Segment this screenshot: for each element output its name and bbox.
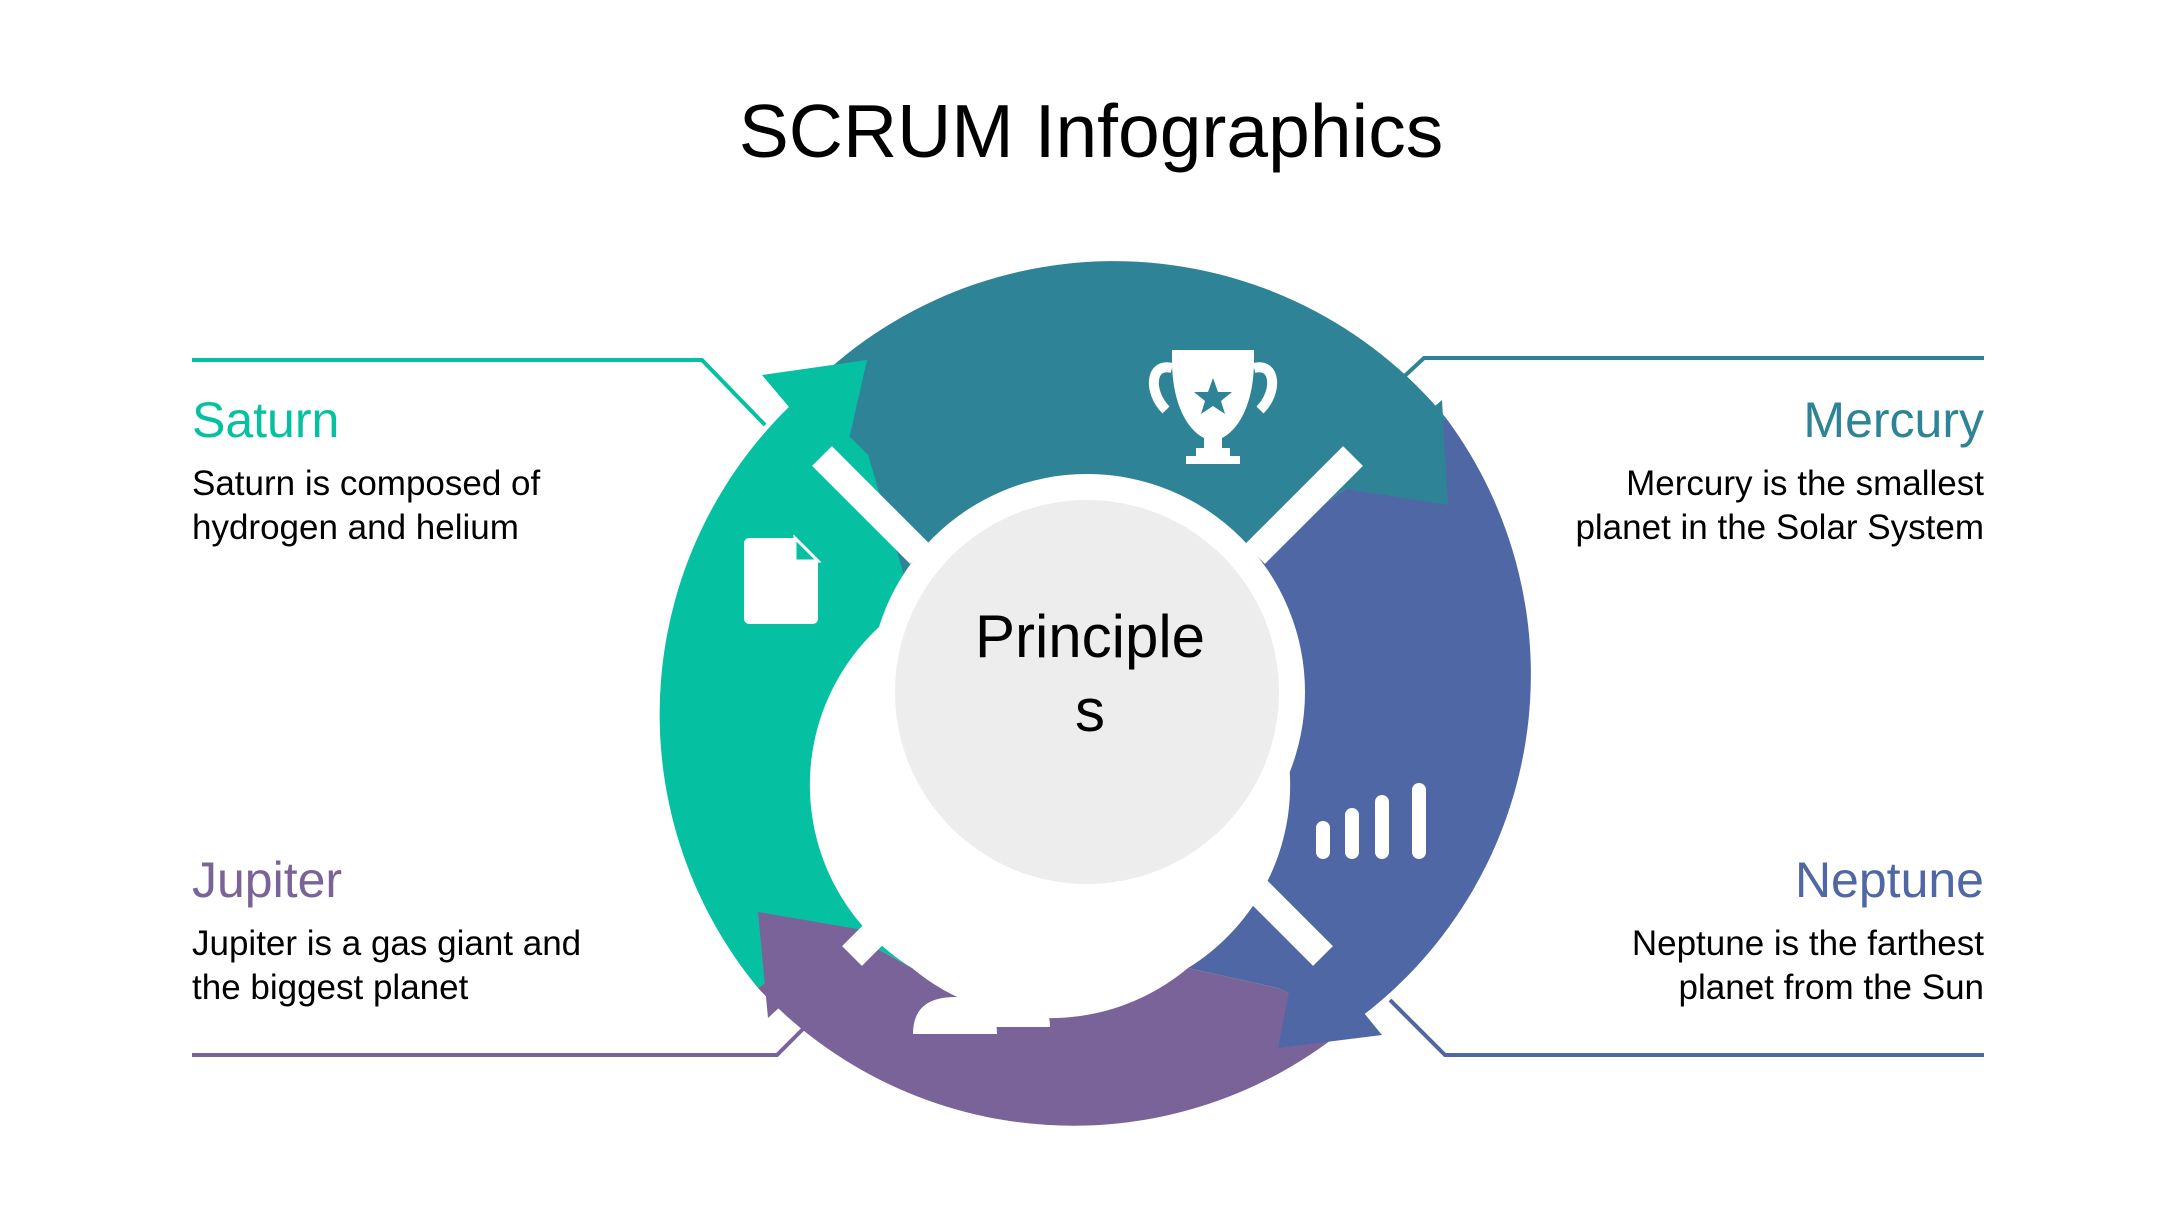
mercury-connector-line xyxy=(1393,356,1984,387)
jupiter-heading: Jupiter xyxy=(192,852,343,908)
jupiter-ring-segment xyxy=(758,928,1350,1126)
neptune-arrowhead xyxy=(1278,935,1382,1048)
jupiter-panel: Jupiter Jupiter is a gas giant and the b… xyxy=(192,850,752,1010)
users-icon xyxy=(913,947,1050,1034)
neptune-connector-line xyxy=(1388,998,1984,1057)
separator-bottom-right xyxy=(1215,848,1333,966)
separator-top-right xyxy=(1245,446,1363,564)
saturn-arrowhead xyxy=(762,360,867,470)
saturn-panel: Saturn Saturn is composed of hydrogen an… xyxy=(192,390,752,550)
page-title: SCRUM Infographics xyxy=(738,89,1444,173)
center-circle xyxy=(895,500,1279,884)
jupiter-connector-line xyxy=(192,1018,814,1057)
jupiter-description: Jupiter is a gas giant and the biggest p… xyxy=(192,924,582,1007)
document-icon xyxy=(744,534,822,624)
neptune-ring-segment xyxy=(1188,418,1531,1025)
mercury-panel: Mercury Mercury is the smallest planet i… xyxy=(1424,390,1984,550)
neptune-panel: Neptune Neptune is the farthest planet f… xyxy=(1424,850,1984,1010)
saturn-ring-segment xyxy=(659,392,912,988)
mercury-description: Mercury is the smallest planet in the So… xyxy=(1575,464,1984,547)
mercury-heading: Mercury xyxy=(1803,392,1984,448)
jupiter-arrowhead xyxy=(758,912,863,1018)
mercury-arrowhead xyxy=(1340,400,1448,505)
center-label: Principle s xyxy=(974,603,1206,744)
saturn-description: Saturn is composed of hydrogen and heliu… xyxy=(192,464,541,547)
separator-top-left xyxy=(812,446,930,564)
saturn-connector-line xyxy=(192,358,767,427)
neptune-description: Neptune is the farthest planet from the … xyxy=(1631,924,1984,1007)
separator-bottom-left xyxy=(842,848,960,966)
saturn-heading: Saturn xyxy=(192,392,340,448)
trophy-icon xyxy=(1148,350,1278,464)
bar-chart-icon xyxy=(1316,783,1426,859)
neptune-heading: Neptune xyxy=(1794,852,1984,908)
